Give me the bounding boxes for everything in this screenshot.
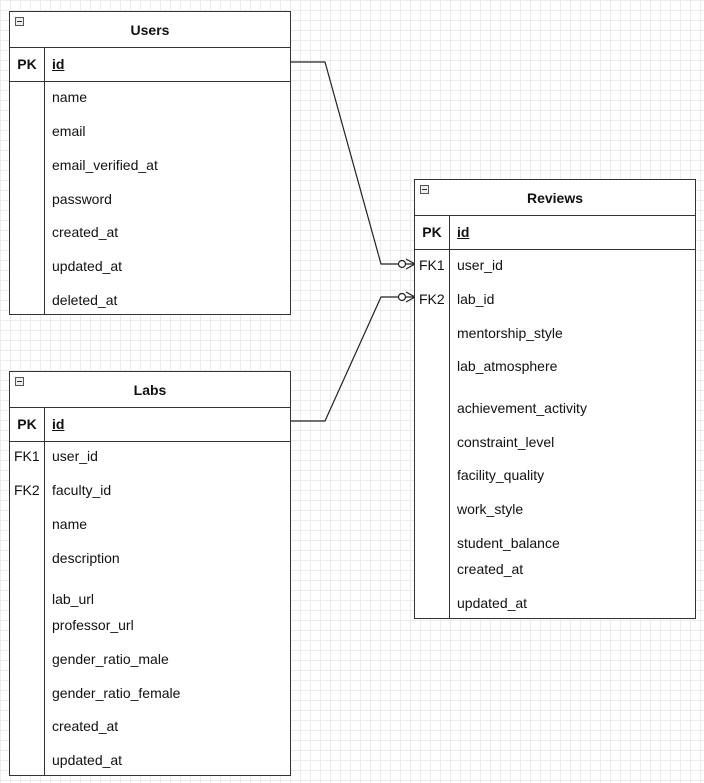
field-name[interactable]: student_balance bbox=[457, 535, 560, 551]
field-name[interactable]: faculty_id bbox=[52, 482, 112, 498]
field-name[interactable]: created_at bbox=[52, 224, 119, 240]
reviews-pk-row[interactable]: PK id bbox=[415, 216, 695, 250]
reviews-table[interactable]: Reviews PK id FK1 user_id FK2 lab_id men… bbox=[414, 179, 696, 619]
labs-reviews-optional-marker bbox=[397, 292, 407, 302]
field-name[interactable]: name bbox=[52, 516, 88, 532]
field-name[interactable]: password bbox=[52, 191, 112, 207]
key-column-divider bbox=[449, 216, 450, 618]
field-name[interactable]: work_style bbox=[457, 501, 524, 517]
users-table-header[interactable]: Users bbox=[10, 12, 290, 48]
key-column-divider bbox=[44, 408, 45, 775]
field-name[interactable]: name bbox=[52, 89, 88, 105]
pk-field: id bbox=[52, 416, 65, 432]
field-name[interactable]: lab_url bbox=[52, 591, 95, 607]
collapse-icon[interactable] bbox=[420, 185, 429, 194]
field-name[interactable]: updated_at bbox=[52, 752, 123, 768]
collapse-icon[interactable] bbox=[15, 377, 24, 386]
fk2-label: FK2 bbox=[419, 291, 445, 307]
users-reviews-connector[interactable] bbox=[290, 61, 398, 265]
pk-label: PK bbox=[17, 416, 37, 432]
field-name[interactable]: achievement_activity bbox=[457, 400, 587, 416]
pk-label: PK bbox=[422, 224, 442, 240]
key-column-divider bbox=[44, 48, 45, 314]
field-name[interactable]: user_id bbox=[52, 448, 98, 464]
fk2-label: FK2 bbox=[14, 482, 40, 498]
reviews-table-header[interactable]: Reviews bbox=[415, 180, 695, 216]
field-name[interactable]: email_verified_at bbox=[52, 157, 158, 173]
pk-label: PK bbox=[17, 56, 37, 72]
users-table[interactable]: Users PK id name email email_verified_at… bbox=[9, 11, 291, 315]
field-name[interactable]: facility_quality bbox=[457, 467, 545, 483]
field-name[interactable]: created_at bbox=[52, 718, 119, 734]
field-name[interactable]: lab_atmosphere bbox=[457, 358, 558, 374]
pk-field: id bbox=[457, 224, 470, 240]
labs-table-title: Labs bbox=[133, 382, 167, 398]
field-name[interactable]: gender_ratio_male bbox=[52, 651, 169, 667]
collapse-icon[interactable] bbox=[15, 17, 24, 26]
field-name[interactable]: user_id bbox=[457, 257, 503, 273]
field-name[interactable]: mentorship_style bbox=[457, 325, 563, 341]
labs-table[interactable]: Labs PK id FK1 user_id FK2 faculty_id na… bbox=[9, 371, 291, 776]
field-name[interactable]: updated_at bbox=[52, 258, 123, 274]
field-name[interactable]: created_at bbox=[457, 561, 524, 577]
field-name[interactable]: professor_url bbox=[52, 617, 134, 633]
fk1-label: FK1 bbox=[419, 257, 445, 273]
users-table-title: Users bbox=[130, 22, 170, 38]
labs-table-header[interactable]: Labs bbox=[10, 372, 290, 408]
field-name[interactable]: updated_at bbox=[457, 595, 528, 611]
field-name[interactable]: constraint_level bbox=[457, 434, 555, 450]
labs-pk-row[interactable]: PK id bbox=[10, 408, 290, 442]
field-name[interactable]: gender_ratio_female bbox=[52, 685, 181, 701]
reviews-table-title: Reviews bbox=[526, 190, 584, 206]
field-name[interactable]: lab_id bbox=[457, 291, 495, 307]
labs-reviews-connector[interactable] bbox=[290, 296, 398, 422]
users-pk-row[interactable]: PK id bbox=[10, 48, 290, 82]
users-reviews-optional-marker bbox=[397, 259, 407, 269]
fk1-label: FK1 bbox=[14, 448, 40, 464]
field-name[interactable]: email bbox=[52, 123, 86, 139]
field-name[interactable]: description bbox=[52, 550, 120, 566]
field-name[interactable]: deleted_at bbox=[52, 292, 118, 308]
pk-field: id bbox=[52, 56, 65, 72]
